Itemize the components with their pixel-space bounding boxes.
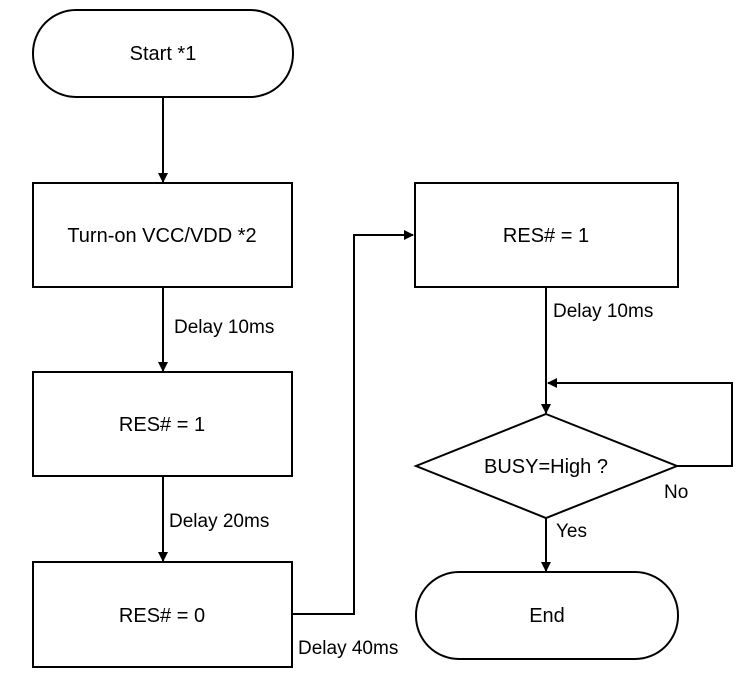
res-low-label: RES# = 0 bbox=[119, 605, 205, 627]
res-high-label-2: RES# = 1 bbox=[503, 225, 589, 247]
start-terminal: Start *1 bbox=[32, 9, 294, 98]
busy-decision-label: BUSY=High ? bbox=[484, 456, 608, 478]
delay-20ms-label: Delay 20ms bbox=[169, 511, 269, 532]
res-high-process-1: RES# = 1 bbox=[32, 371, 293, 477]
start-label: Start *1 bbox=[130, 43, 197, 65]
res-high-label-1: RES# = 1 bbox=[119, 414, 205, 436]
delay-40ms-label: Delay 40ms bbox=[298, 638, 398, 659]
power-on-process: Turn-on VCC/VDD *2 bbox=[32, 182, 293, 288]
arrow-busy-no-loop bbox=[547, 378, 733, 467]
res-high-process-2: RES# = 1 bbox=[414, 182, 679, 288]
power-on-label: Turn-on VCC/VDD *2 bbox=[67, 225, 256, 247]
arrow-res-low-to-res-high-2 bbox=[292, 230, 414, 615]
no-label: No bbox=[664, 482, 688, 503]
delay-10ms-label-b: Delay 10ms bbox=[553, 301, 653, 322]
res-low-process: RES# = 0 bbox=[32, 561, 293, 668]
end-terminal: End bbox=[415, 571, 679, 660]
end-label: End bbox=[529, 605, 565, 627]
delay-10ms-label-a: Delay 10ms bbox=[174, 317, 274, 338]
yes-label: Yes bbox=[556, 521, 587, 542]
busy-decision: BUSY=High ? bbox=[413, 412, 680, 520]
